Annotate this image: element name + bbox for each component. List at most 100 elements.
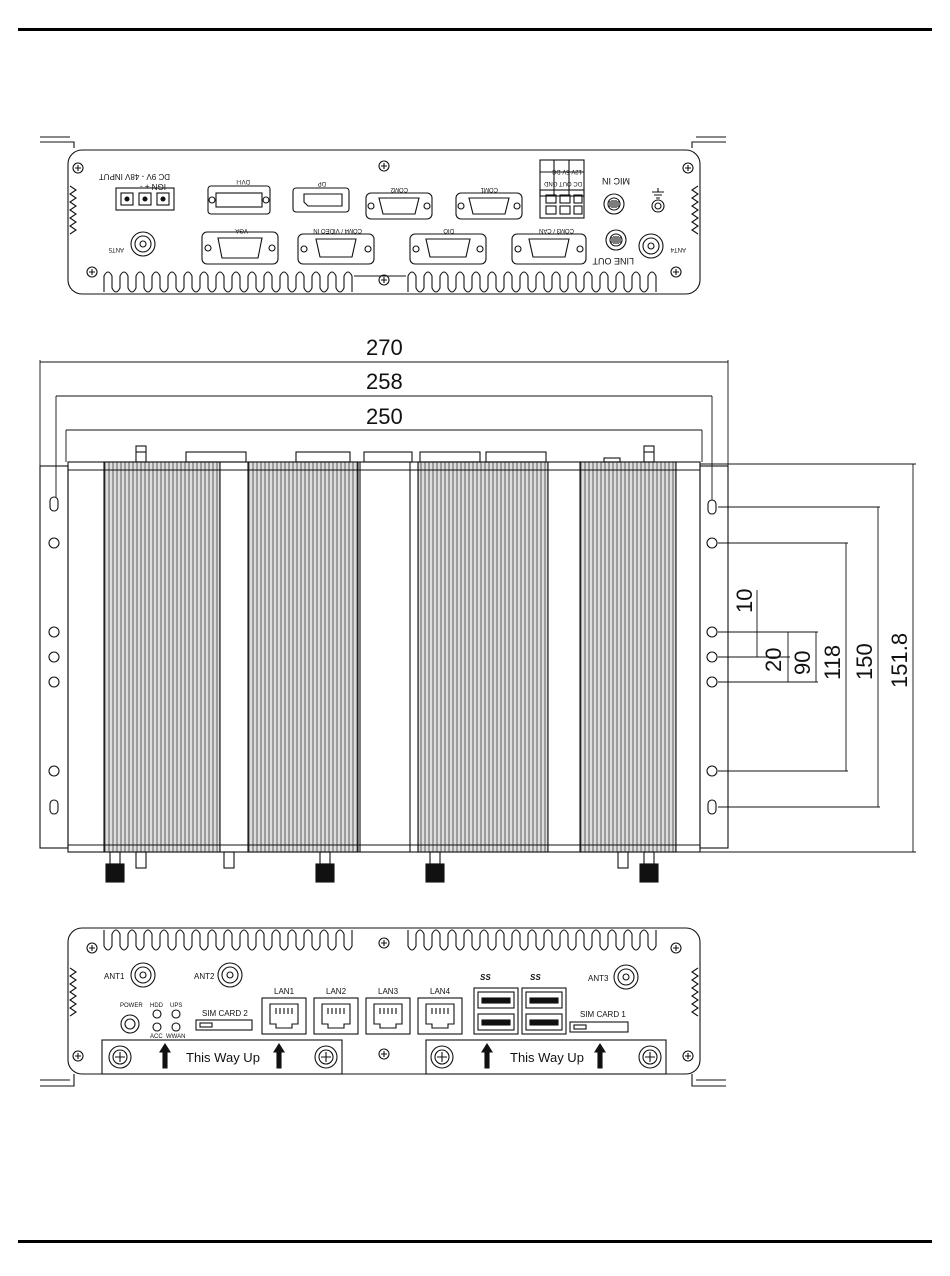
bottom-antenna-5 [426, 852, 444, 882]
acc-led-label: ACC [150, 1034, 163, 1040]
top-port-outline-3 [364, 452, 412, 462]
top-view [40, 360, 916, 882]
dim-10: 10 [732, 589, 757, 613]
sim-card-2-slot[interactable] [196, 1020, 252, 1030]
rear-side-fins-left [70, 186, 76, 234]
ant4-connector[interactable] [639, 234, 663, 258]
hdd-led-label: HDD [150, 1003, 164, 1009]
com3-port[interactable] [512, 234, 586, 264]
power-led-label: POWER [120, 1003, 143, 1009]
top-antenna-right [644, 446, 654, 462]
this-way-up-right: This Way Up [510, 1050, 584, 1065]
ant5-label: ANT5 [108, 246, 124, 252]
rear-screw-top [379, 161, 389, 171]
front-screw-mid [379, 1049, 389, 1059]
dio-label: DIO [443, 227, 454, 233]
sim-card-1-slot[interactable] [570, 1022, 628, 1032]
rear-panel-view [40, 137, 726, 294]
usb-port-stack-1[interactable] [474, 988, 518, 1034]
top-port-outline-6 [604, 458, 620, 462]
power-button[interactable] [121, 1015, 139, 1033]
dio-port[interactable] [410, 234, 486, 264]
ant1-label: ANT1 [104, 972, 125, 981]
front-screw-top-mid [379, 938, 389, 948]
lan2-label: LAN2 [326, 987, 347, 996]
top-port-outline-4 [420, 452, 480, 462]
top-port-outline-5 [486, 452, 546, 462]
top-port-outline-2 [296, 452, 350, 462]
top-port-outline-1 [186, 452, 246, 462]
power-input-label: DC 9V - 48V INPUT [99, 172, 170, 181]
lan4-port[interactable] [418, 998, 462, 1034]
front-right-flange [692, 1074, 726, 1086]
dim-151-8: 151.8 [887, 633, 912, 688]
this-way-up-left: This Way Up [186, 1050, 260, 1065]
usb3-logo-2: SS [530, 973, 541, 982]
front-panel-view [40, 928, 726, 1086]
front-fins-right [408, 930, 656, 950]
status-leds [153, 1010, 180, 1031]
usb3-logo-1: SS [480, 973, 491, 982]
left-mount-flange [40, 466, 68, 848]
dim-150: 150 [852, 643, 877, 680]
mic-in-jack[interactable] [604, 194, 624, 214]
com2-label: COM2 [390, 186, 408, 192]
sim-card-2-label: SIM CARD 2 [202, 1009, 248, 1018]
dvi-label: DVI-I [236, 178, 250, 184]
heatsink-block-1 [104, 462, 220, 852]
lan1-label: LAN1 [274, 987, 295, 996]
lan2-port[interactable] [314, 998, 358, 1034]
dvi-port[interactable] [208, 186, 270, 214]
ant2-connector[interactable] [218, 963, 242, 987]
left-flange [40, 142, 74, 148]
front-screw-tr [671, 943, 681, 953]
vga-port[interactable] [202, 232, 278, 264]
bottom-antenna-4 [316, 852, 334, 882]
displayport[interactable] [293, 188, 349, 212]
rear-panel-labels: DC 9V - 48V INPUT IGN + - DVI-I DP COM2 … [99, 168, 686, 266]
dc-out-row2-label: DC OUT GND [543, 180, 582, 186]
ups-led-label: UPS [170, 1003, 182, 1009]
ant5-connector[interactable] [131, 232, 155, 256]
wwan-led-label: WWAN [166, 1034, 185, 1040]
front-screw-br [683, 1051, 693, 1061]
vga-label: VGA [235, 227, 248, 233]
front-left-flange [40, 1074, 74, 1086]
dim-250: 250 [366, 404, 403, 429]
rear-screw-tl [73, 163, 83, 173]
lan3-port[interactable] [366, 998, 410, 1034]
top-antenna-left [136, 446, 146, 462]
com1-port[interactable] [456, 193, 522, 219]
ant3-connector[interactable] [614, 965, 638, 989]
lan1-port[interactable] [262, 998, 306, 1034]
dc-out-header-label: 12V 5V DC [551, 168, 582, 174]
usb-port-stack-2[interactable] [522, 988, 566, 1034]
com1-label: COM1 [480, 186, 498, 192]
front-screw-bl [73, 1051, 83, 1061]
rear-screw-tr [683, 163, 693, 173]
bottom-antenna-3 [224, 852, 234, 868]
line-out-label: LINE OUT [592, 256, 634, 266]
rear-fins-left [104, 272, 352, 292]
line-out-jack[interactable] [606, 230, 626, 250]
rear-screw-br [671, 267, 681, 277]
bottom-antenna-1 [106, 852, 124, 882]
dim-258: 258 [366, 369, 403, 394]
bottom-antenna-7 [640, 852, 658, 882]
front-fins-left [104, 930, 352, 950]
front-panel-labels: ANT1 ANT2 ANT3 POWER HDD UPS ACC WWAN SI… [104, 972, 626, 1065]
com2-port[interactable] [366, 193, 432, 219]
left-flange-holes [49, 497, 59, 814]
lan4-label: LAN4 [430, 987, 451, 996]
heatsink-block-3 [418, 462, 548, 852]
com4-label: COM4 / VIDEO IN [313, 227, 362, 233]
ant4-label: ANT4 [670, 246, 686, 252]
front-screw-tl [87, 943, 97, 953]
rear-screw-bl [87, 267, 97, 277]
ant1-connector[interactable] [131, 963, 155, 987]
heatsink-block-4 [580, 462, 676, 852]
com4-port[interactable] [298, 234, 374, 264]
dim-90: 90 [790, 651, 815, 675]
ant2-label: ANT2 [194, 972, 215, 981]
heatsink-block-2 [248, 462, 358, 852]
